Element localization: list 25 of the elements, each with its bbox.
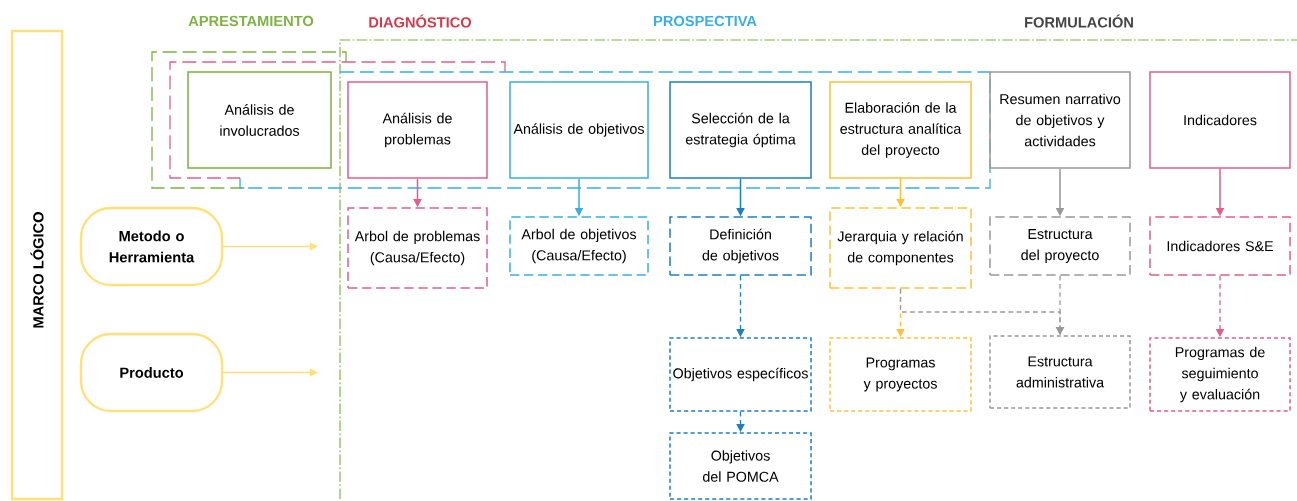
- product-box: Programas y proyectos: [829, 337, 972, 412]
- process-box: Elaboración de la estructura analítica del proyecto: [829, 81, 972, 179]
- method-box: Jerarquia y relación de componentes: [829, 207, 972, 289]
- process-box: Análisis de objetivos: [509, 81, 649, 179]
- method-box: Indicadores S&E: [1149, 216, 1291, 276]
- process-box: Análisis de problemas: [347, 81, 488, 179]
- product-box: Estructura administrativa: [989, 335, 1131, 409]
- phase-heading: DIAGNÓSTICO: [369, 14, 472, 28]
- product-box: Objetivos específicos: [669, 337, 812, 412]
- side-band: MARCO LÓGICO: [10, 29, 64, 501]
- arrow: [222, 242, 318, 251]
- product-box: Programas de seguimiento y evaluación: [1149, 337, 1291, 412]
- method-box: Arbol de problemas (Causa/Efecto): [347, 207, 488, 289]
- phase-heading: APRESTAMIENTO: [188, 15, 314, 27]
- process-box: Selección de la estrategia óptima: [669, 81, 812, 179]
- method-box: Arbol de objetivos (Causa/Efecto): [509, 216, 649, 276]
- method-box: Definición de objetivos: [669, 216, 812, 276]
- phase-heading: FORMULACIÓN: [1025, 14, 1133, 28]
- arrow: [222, 368, 318, 377]
- process-box: Resumen narrativo de objetivos y actividades: [989, 71, 1131, 169]
- product-box: Objetivos del POMCA: [669, 432, 812, 500]
- method-box: Estructura del proyecto: [989, 216, 1131, 276]
- phase-heading: PROSPECTIVA: [654, 15, 757, 27]
- process-box: Análisis de involucrados: [187, 71, 332, 169]
- process-box: Indicadores: [1149, 71, 1291, 169]
